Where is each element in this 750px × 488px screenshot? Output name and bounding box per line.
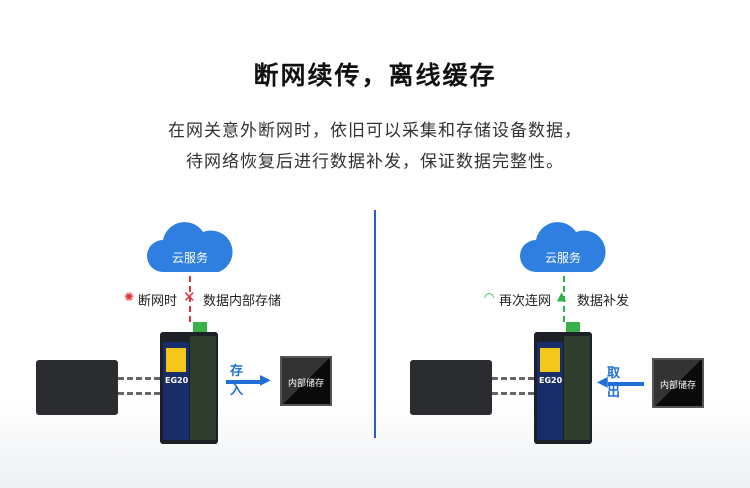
page-title: 断网续传，离线缓存 — [253, 61, 497, 90]
cloud-label: 云服务 — [544, 251, 581, 265]
data-arrow-in — [492, 377, 534, 380]
arrow-left-icon: ◀ — [597, 374, 608, 390]
action-label: 数据内部存储 — [203, 294, 282, 309]
cloud-icon — [147, 222, 233, 272]
subtitle-line-2: 待网络恢复后进行数据补发，保证数据完整性。 — [186, 152, 564, 172]
status-label: 断网时 — [138, 294, 178, 309]
data-arrow-in — [118, 377, 160, 380]
retrieve-arrow — [608, 382, 644, 386]
plc-device — [36, 360, 118, 415]
terminal-block — [566, 322, 580, 334]
device-name: EG20 — [539, 376, 563, 385]
gateway-device: EG20 — [160, 332, 218, 444]
connect-line — [563, 276, 565, 322]
disconnect-line — [189, 276, 191, 322]
divider — [374, 210, 376, 438]
memory-chip: 内部储存 — [652, 358, 704, 408]
wifi-icon: ◠ — [484, 290, 495, 304]
chip-label: 内部储存 — [287, 379, 324, 389]
data-arrow-out — [118, 392, 160, 395]
chip-label: 内部储存 — [659, 381, 696, 391]
plc-device — [410, 360, 492, 415]
action-label: 数据补发 — [577, 294, 630, 309]
subtitle-line-1: 在网关意外断网时，依旧可以采集和存储设备数据， — [168, 121, 582, 141]
arrow-label: 取出 — [607, 366, 621, 400]
x-icon: ✕ — [183, 288, 196, 306]
arrow-label: 存入 — [230, 364, 244, 398]
disconnect-icon: ✺ — [124, 290, 135, 304]
terminal-block — [193, 322, 207, 334]
arrow-right-icon: ▶ — [260, 372, 271, 388]
cloud-label: 云服务 — [171, 251, 208, 265]
gateway-device: EG20 — [534, 332, 592, 444]
device-name: EG20 — [165, 376, 189, 385]
store-arrow — [226, 380, 262, 384]
memory-chip: 内部储存 — [280, 356, 332, 406]
cloud-icon — [520, 222, 606, 272]
up-arrow-icon: ▲ — [557, 289, 567, 303]
status-label: 再次连网 — [499, 294, 552, 309]
data-arrow-out — [492, 392, 534, 395]
